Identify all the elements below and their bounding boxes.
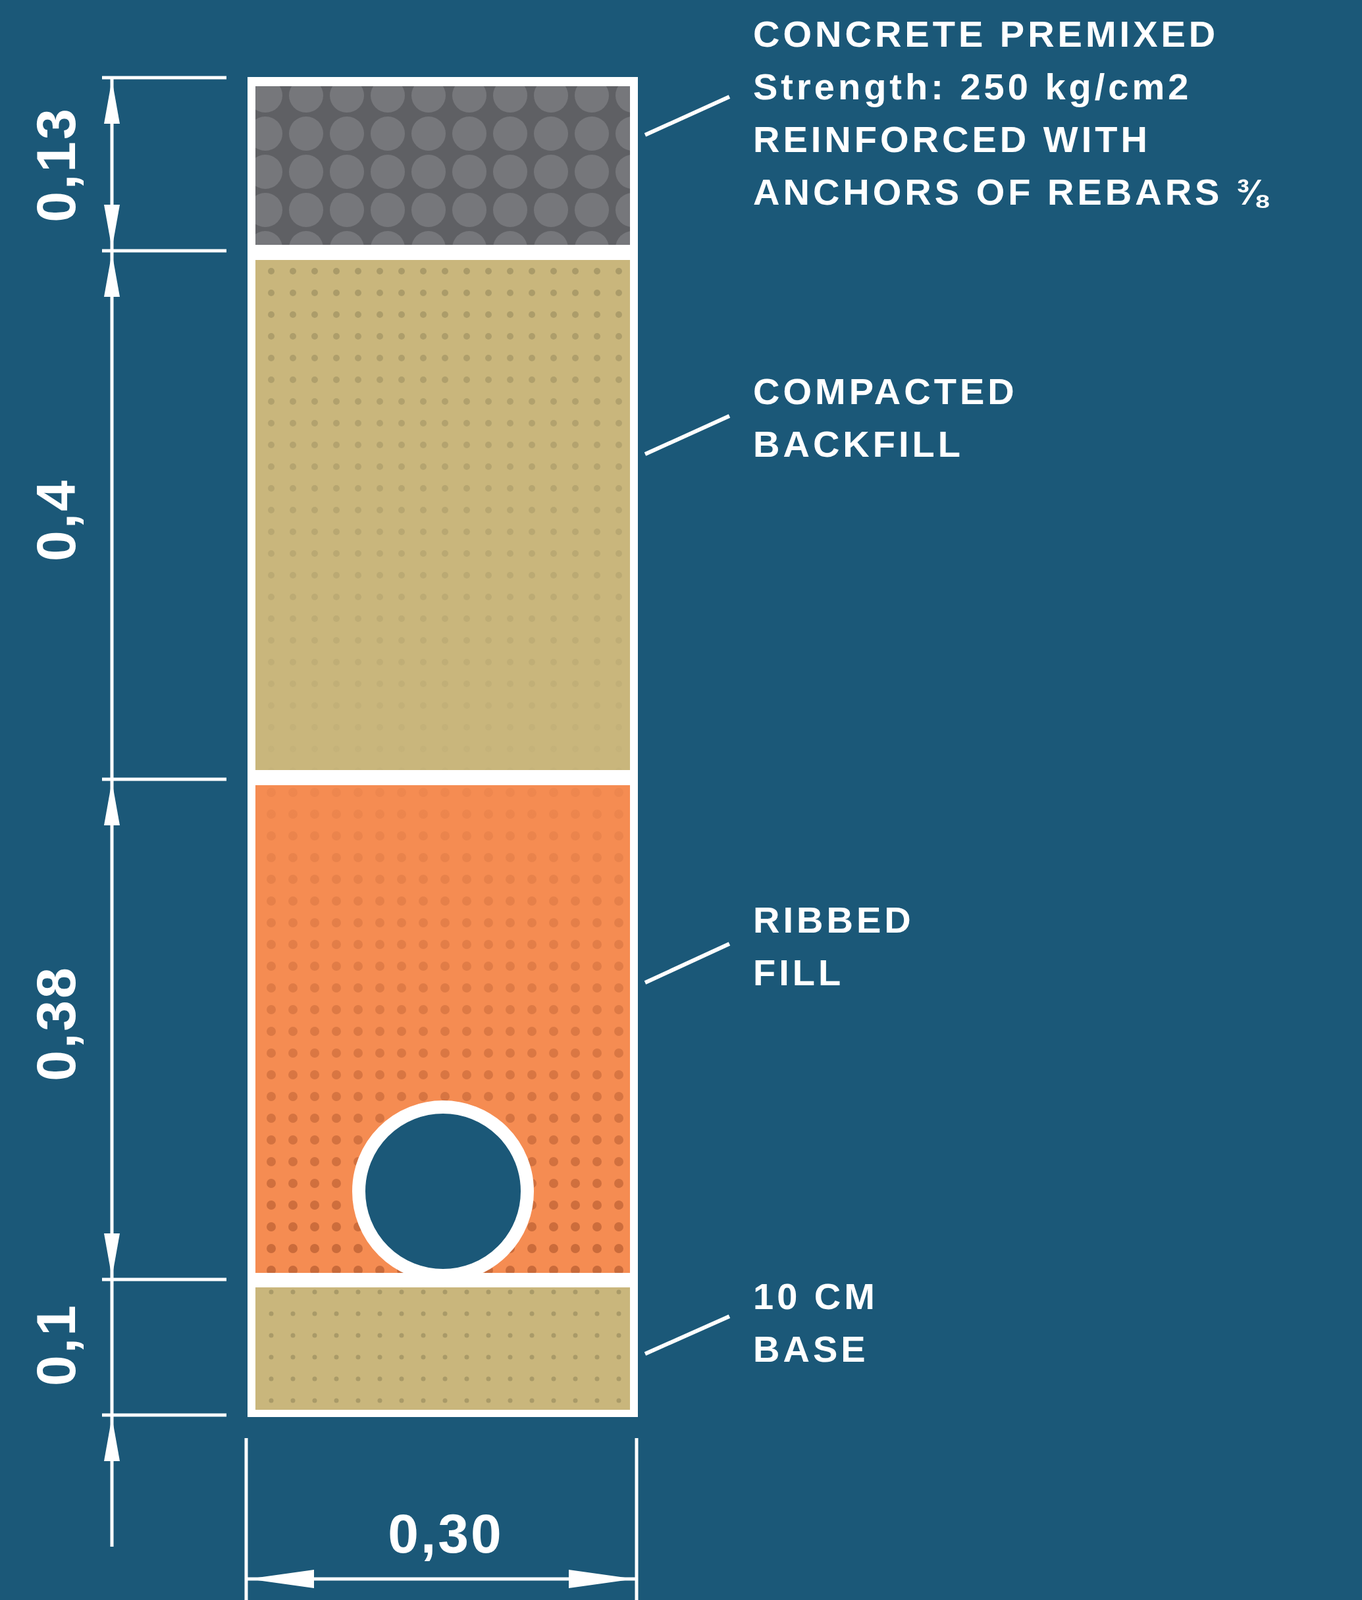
dimension-label: 0,1 [26, 1303, 86, 1387]
column-frame [247, 77, 638, 1418]
concrete-layer [255, 86, 630, 245]
leader-lines [645, 96, 730, 1355]
dimension-label: 0,13 [26, 106, 86, 223]
backfill-fade [255, 260, 630, 771]
dimension-label: 0,30 [387, 1504, 504, 1564]
vertical-dimension [102, 77, 227, 1547]
callout-label: 10 CM BASE [753, 1270, 951, 1376]
dimension-label: 0,38 [26, 965, 86, 1082]
base-layer [255, 1287, 630, 1411]
callout-label: COMPACTED BACKFILL [753, 365, 1096, 471]
callout-label: RIBBED FILL [753, 893, 1017, 1000]
horizontal-dimension [246, 1438, 637, 1600]
dimension-label: 0,4 [26, 478, 86, 562]
callout-label: CONCRETE PREMIXED Strength: 250 kg/cm2 R… [753, 7, 1333, 219]
pipe [358, 1107, 528, 1276]
backfill-layer [255, 260, 630, 771]
